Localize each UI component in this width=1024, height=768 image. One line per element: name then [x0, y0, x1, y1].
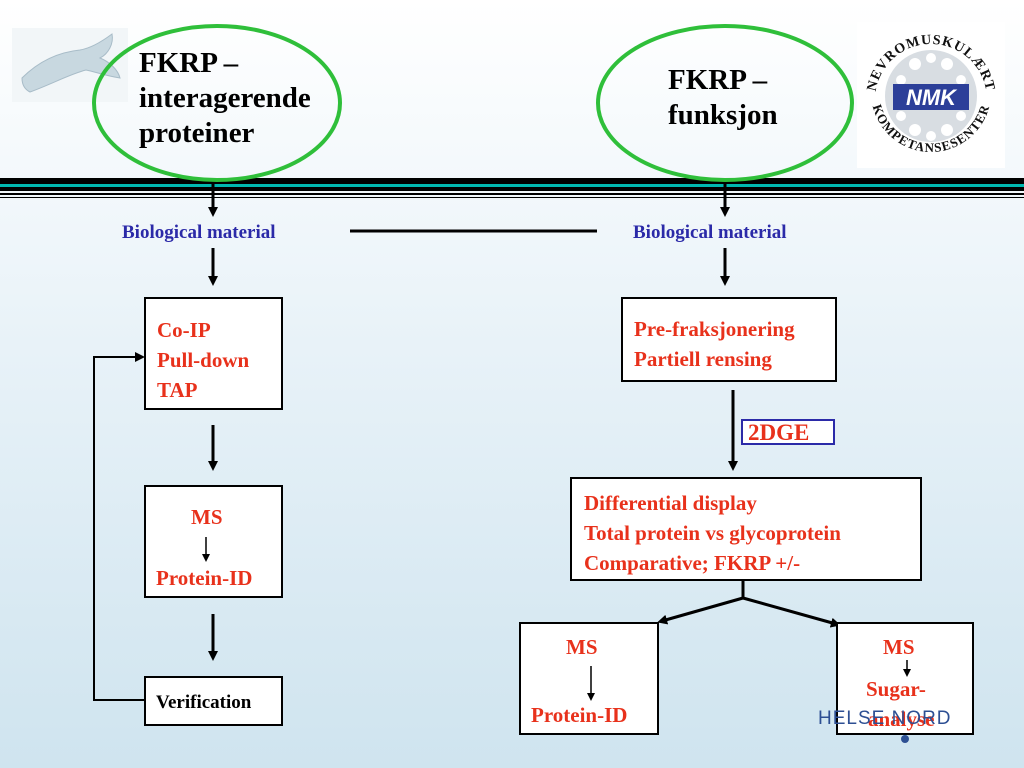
right-box-prefractionation: Pre-fraksjonering Partiell rensing [621, 297, 837, 382]
right-box3-line1: MS [566, 635, 598, 659]
left-oval-label: FKRP – interagerende proteiner [139, 46, 311, 151]
right-box3-arrow-icon [587, 666, 595, 701]
right-box2-line1: Differential display [584, 491, 757, 515]
right-oval-label: FKRP – funksjon [668, 63, 778, 133]
right-box3-line2: Protein-ID [531, 703, 628, 727]
left-bio-label: Biological material [122, 222, 276, 243]
right-box-ms-sugar: MS Sugar- analyse [836, 622, 974, 735]
left-box2-arrow-icon [202, 537, 210, 562]
left-box1-line2: Pull-down [157, 348, 250, 372]
left-box-ms: MS Protein-ID [144, 485, 283, 598]
right-box2-line2: Total protein vs glycoprotein [584, 521, 841, 545]
right-box2-line3: Comparative; FKRP +/- [584, 551, 801, 575]
right-box1-line1: Pre-fraksjonering [634, 317, 795, 341]
right-oval [596, 24, 854, 182]
right-box4-arrow-icon [903, 660, 911, 677]
left-oval-line1: FKRP – [139, 47, 239, 79]
right-oval-line2: funksjon [668, 99, 778, 131]
left-oval-line3: proteiner [139, 117, 255, 149]
right-oval-line1: FKRP – [668, 64, 768, 96]
left-box2-line1: MS [191, 505, 223, 529]
arrow-split-right [742, 596, 841, 628]
right-bio-label: Biological material [633, 222, 787, 243]
left-box3-label: Verification [156, 692, 252, 713]
left-box1-line1: Co-IP [157, 318, 211, 342]
nmk-logo-center: NMK [906, 85, 958, 110]
feedback-loop-line [93, 352, 145, 701]
footer-brand: HELSE NORD [818, 708, 952, 729]
left-oval [92, 24, 342, 182]
right-box1-line2: Partiell rensing [634, 347, 772, 371]
right-box4-line3: analyse [868, 707, 935, 731]
nmk-logo-icon: NMK NEVROMUSKULÆRT KOMPETANSESENTER [865, 33, 997, 155]
right-box-differential: Differential display Total protein vs gl… [570, 477, 922, 581]
left-box2-line2: Protein-ID [156, 566, 253, 590]
right-box4-line1: MS [883, 635, 915, 659]
left-oval-line2: interagerende [139, 82, 311, 114]
right-box-ms-protein: MS Protein-ID [519, 622, 659, 735]
left-box-verification: Verification [144, 676, 283, 726]
header-band [0, 178, 1024, 198]
arrow-split-left [657, 596, 744, 625]
tag-2dge: 2DGE [741, 419, 835, 445]
left-box-methods: Co-IP Pull-down TAP [144, 297, 283, 410]
nmk-logo: NMK NEVROMUSKULÆRT KOMPETANSESENTER [857, 22, 1005, 168]
right-box4-line2: Sugar- [866, 677, 926, 701]
left-box1-line3: TAP [157, 378, 198, 402]
